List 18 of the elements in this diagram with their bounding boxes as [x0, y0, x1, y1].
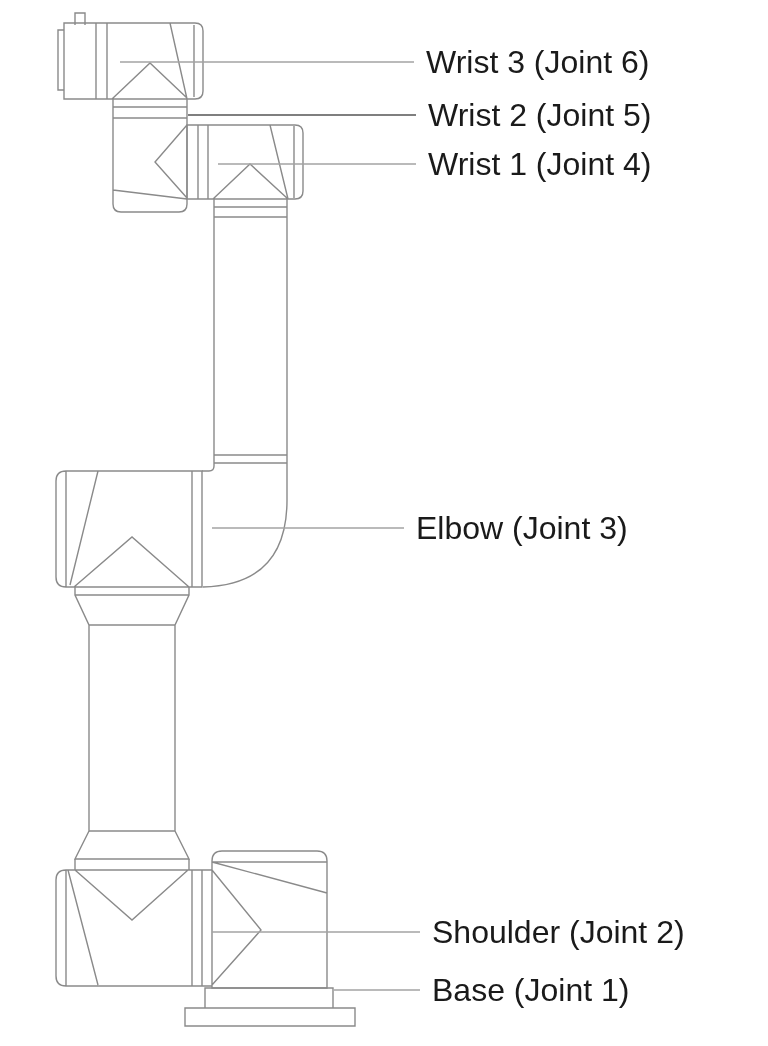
- leader-line: [217, 163, 417, 165]
- wrist-joint: [57, 12, 204, 100]
- part-label: Shoulder (Joint 2): [432, 914, 685, 950]
- part-label: Wrist 1 (Joint 4): [428, 146, 652, 182]
- wrist-joint: [112, 98, 188, 213]
- base-joint: [184, 987, 356, 1027]
- part-label: Wrist 2 (Joint 5): [428, 97, 652, 133]
- wrist-joint: [186, 124, 304, 200]
- part-label: Elbow (Joint 3): [416, 510, 628, 546]
- leader-line: [187, 114, 417, 116]
- leader-line: [211, 527, 405, 529]
- shoulder-joint: [211, 850, 328, 989]
- leader-line: [119, 61, 415, 63]
- leader-line: [211, 931, 421, 933]
- part-label: Base (Joint 1): [432, 972, 630, 1008]
- part-label: Wrist 3 (Joint 6): [426, 44, 650, 80]
- leader-line: [333, 989, 421, 991]
- elbow-joint: [55, 462, 288, 588]
